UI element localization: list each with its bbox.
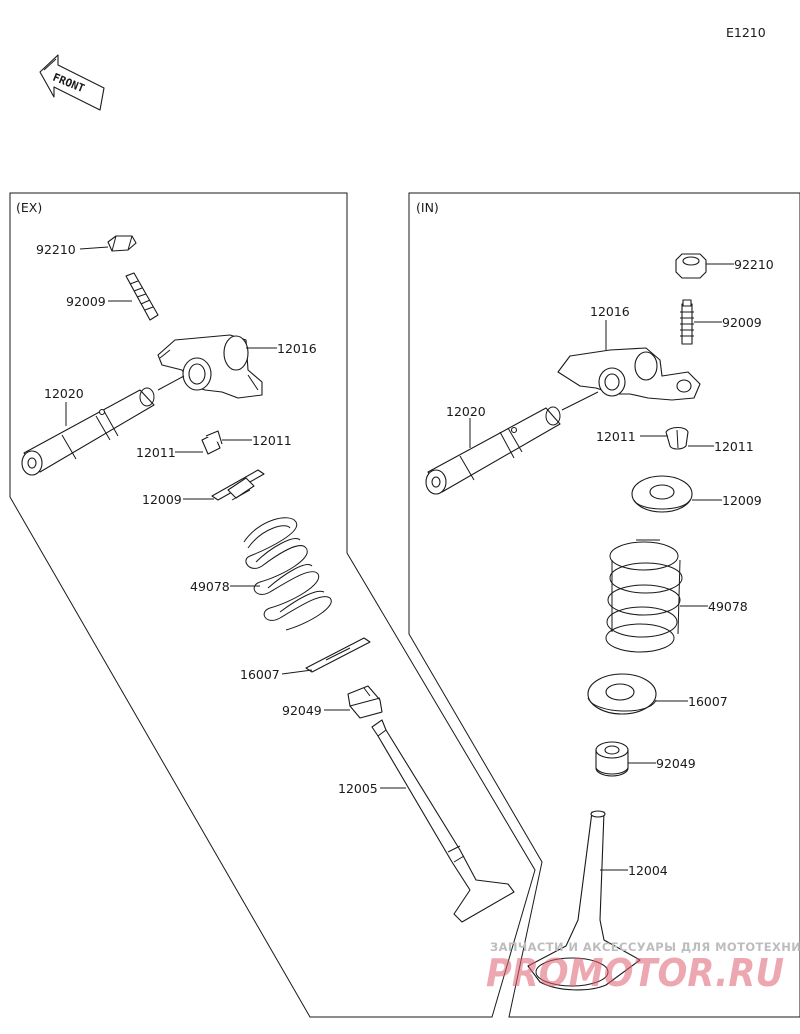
ex-label-12016: 12016 xyxy=(277,341,317,356)
ex-panel-frame xyxy=(9,192,536,1018)
ex-collet-12011 xyxy=(201,430,223,455)
ex-spring-seat-16007 xyxy=(305,637,371,673)
ex-panel-label: (EX) xyxy=(16,200,42,215)
in-nut-92210 xyxy=(675,253,707,279)
ex-label-12011-b: 12011 xyxy=(252,433,292,448)
ex-nut-92210 xyxy=(107,235,137,252)
watermark-tagline: ЗАПЧАСТИ И АКСЕССУАРЫ ДЛЯ МОТОТЕХНИКИ xyxy=(490,940,800,954)
in-adjuster-92009 xyxy=(680,299,694,345)
in-collet-12011 xyxy=(665,426,689,450)
ex-rocker-shaft-12020 xyxy=(21,387,155,476)
in-valve-12004 xyxy=(527,810,641,991)
ex-label-12011-a: 12011 xyxy=(136,445,176,460)
watermark-brand: PROMOTOR.RU xyxy=(486,951,784,995)
in-panel-label: (IN) xyxy=(416,200,439,215)
in-label-92049: 92049 xyxy=(656,756,696,771)
ex-label-16007: 16007 xyxy=(240,667,280,682)
in-rocker-arm-12016 xyxy=(557,347,701,401)
in-rocker-shaft-12020 xyxy=(425,406,561,495)
ex-label-12020: 12020 xyxy=(44,386,84,401)
in-label-12011-a: 12011 xyxy=(596,429,636,444)
in-spring-seat-16007 xyxy=(587,673,657,715)
ex-adjuster-92009 xyxy=(125,272,159,321)
ex-label-92210: 92210 xyxy=(36,242,76,257)
in-label-12009: 12009 xyxy=(722,493,762,508)
in-label-49078: 49078 xyxy=(708,599,748,614)
ex-rocker-arm-12016 xyxy=(157,334,263,399)
in-label-12011-b: 12011 xyxy=(714,439,754,454)
in-label-12016: 12016 xyxy=(590,304,630,319)
in-retainer-12009 xyxy=(631,475,693,513)
ex-label-49078: 49078 xyxy=(190,579,230,594)
ex-stem-seal-92049 xyxy=(347,685,383,719)
front-arrow-icon: FRONT xyxy=(39,54,105,111)
in-label-16007: 16007 xyxy=(688,694,728,709)
diagram-code: E1210 xyxy=(726,25,766,40)
in-stem-seal-92049 xyxy=(595,741,629,777)
ex-spring-49078 xyxy=(243,517,332,631)
ex-retainer-12009 xyxy=(211,469,265,501)
in-spring-49078 xyxy=(605,539,683,653)
ex-label-12005: 12005 xyxy=(338,781,378,796)
in-label-92210: 92210 xyxy=(734,257,774,272)
ex-valve-12005 xyxy=(371,719,515,923)
ex-label-12009: 12009 xyxy=(142,492,182,507)
in-label-12004: 12004 xyxy=(628,863,668,878)
in-label-12020: 12020 xyxy=(446,404,486,419)
ex-label-92009: 92009 xyxy=(66,294,106,309)
in-label-92009: 92009 xyxy=(722,315,762,330)
in-panel-frame xyxy=(408,192,800,1018)
ex-label-92049: 92049 xyxy=(282,703,322,718)
